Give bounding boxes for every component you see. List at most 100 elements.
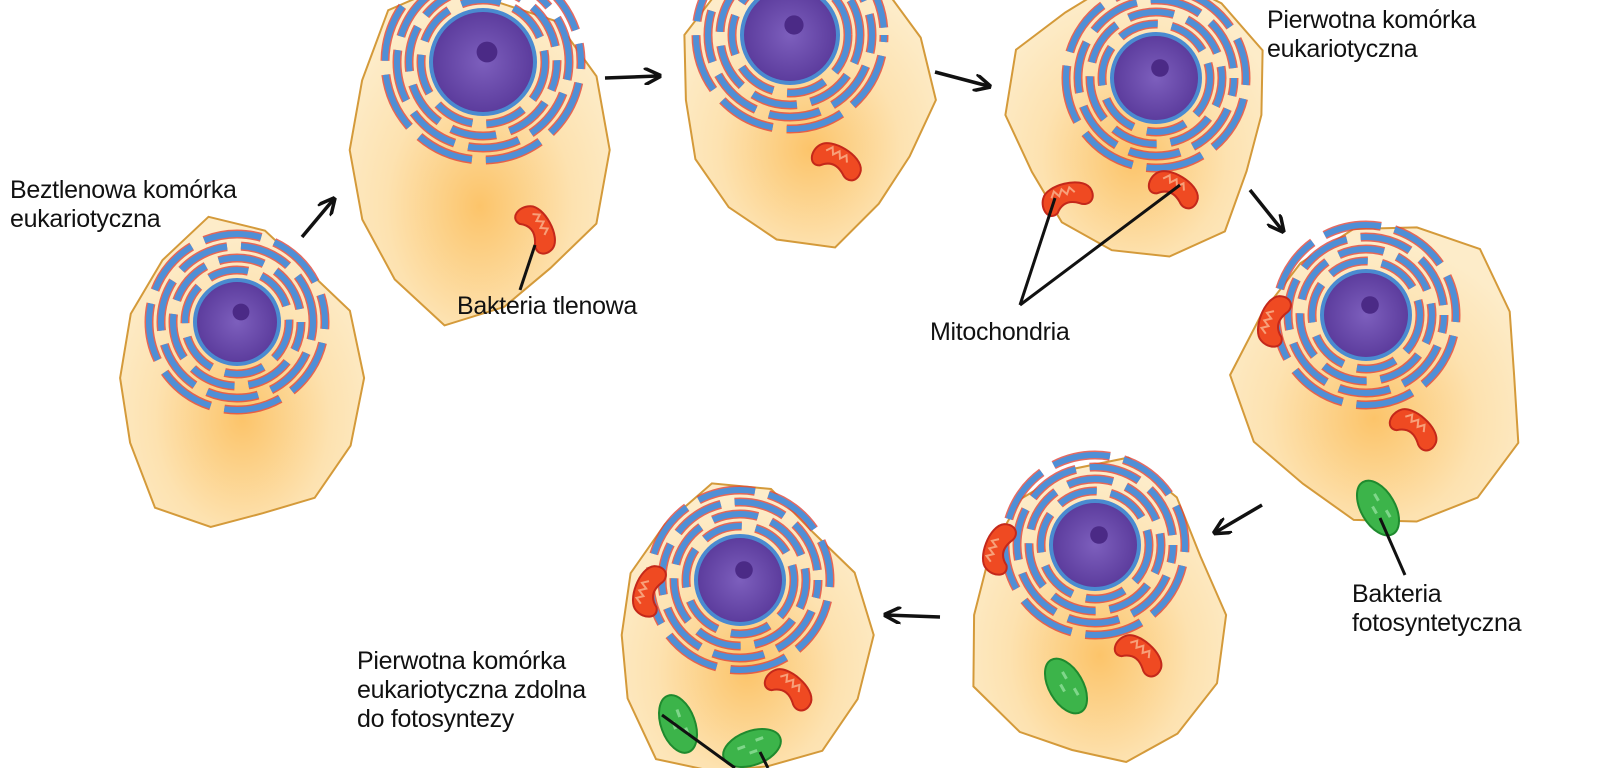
leader-line xyxy=(1018,197,1057,306)
label-aerobic-bacterium: Bakteria tlenowa xyxy=(457,292,638,320)
nucleolus xyxy=(1151,59,1169,77)
mitochondrion xyxy=(763,668,813,712)
endoplasmic-reticulum xyxy=(394,0,572,151)
endoplasmic-reticulum xyxy=(1309,258,1423,372)
label-photosynthetic-bacterium: Bakteria fotosyntetyczna xyxy=(1352,580,1522,638)
cristae xyxy=(1405,413,1426,433)
label-line: Pierwotna komórka xyxy=(357,647,566,675)
mitochondrion-body xyxy=(810,142,862,182)
thylakoids xyxy=(736,736,764,755)
endoplasmic-reticulum xyxy=(182,267,292,377)
endoplasmic-reticulum xyxy=(717,0,863,108)
endoplasmic-reticulum xyxy=(1063,0,1249,171)
cristae xyxy=(1259,310,1275,335)
cell-5 xyxy=(1229,220,1520,537)
leader-line xyxy=(1019,183,1181,307)
label-line: Pierwotna komórka xyxy=(1267,6,1476,34)
thylakoids xyxy=(1371,493,1392,518)
cristae xyxy=(634,580,650,605)
endoplasmic-reticulum xyxy=(1075,0,1237,159)
label-photosynthetic-cell: Pierwotna komórka eukariotyczna zdolna d… xyxy=(357,647,586,734)
arrow-icon xyxy=(1216,503,1263,532)
cristae xyxy=(1162,173,1185,191)
chloroplast-body xyxy=(1355,479,1401,537)
leader-line xyxy=(758,751,770,768)
endoplasmic-reticulum xyxy=(382,0,584,163)
cristae xyxy=(532,213,550,236)
leader-line xyxy=(1378,517,1407,576)
label-line: eukariotyczna zdolna xyxy=(357,676,586,704)
mitochondrion xyxy=(1388,408,1438,452)
cristae xyxy=(1130,639,1151,659)
mitochondrion-body xyxy=(763,668,813,712)
cell-3 xyxy=(683,0,937,249)
leader-line xyxy=(661,713,736,768)
endoplasmic-reticulum xyxy=(406,0,560,139)
mitochondrion xyxy=(810,142,862,182)
endoplasmic-reticulum xyxy=(705,0,875,120)
endoplasmic-reticulum xyxy=(158,243,316,401)
thylakoids xyxy=(1059,671,1080,696)
label-primitive-cell: Pierwotna komórka eukariotyczna xyxy=(1267,6,1476,64)
endoplasmic-reticulum xyxy=(683,523,797,637)
nucleolus xyxy=(1090,526,1108,544)
nucleus xyxy=(1110,32,1202,124)
nucleus xyxy=(193,278,281,366)
arrow-icon xyxy=(300,200,333,239)
nucleolus xyxy=(476,41,498,63)
endoplasmic-reticulum xyxy=(1285,234,1447,396)
nucleus xyxy=(694,534,786,626)
label-line: eukariotyczna xyxy=(10,205,161,233)
chloroplast xyxy=(1355,479,1401,537)
mitochondrion xyxy=(1256,295,1292,348)
label-line: fotosyntetyczna xyxy=(1352,609,1522,637)
arrow-icon xyxy=(604,76,658,78)
endoplasmic-reticulum xyxy=(1099,21,1213,135)
endoplasmic-reticulum xyxy=(693,0,887,132)
label-line: do fotosyntezy xyxy=(357,705,515,733)
cell-membrane xyxy=(620,482,875,768)
mitochondrion-body xyxy=(1388,408,1438,452)
nucleus xyxy=(429,8,537,116)
cell-2 xyxy=(348,0,611,327)
mitochondrion-body xyxy=(631,565,667,618)
chloroplast xyxy=(1043,657,1089,715)
label-line: Bakteria xyxy=(1352,580,1442,608)
nucleus xyxy=(740,0,840,85)
endoplasmic-reticulum xyxy=(418,0,548,127)
arrow-icon xyxy=(887,615,941,617)
label-mitochondria: Mitochondria xyxy=(930,318,1070,346)
chloroplast xyxy=(722,728,782,768)
endoplasmic-reticulum xyxy=(1038,488,1152,602)
endoplasmic-reticulum xyxy=(1014,464,1176,626)
cell-7 xyxy=(620,482,875,768)
arrow-icon xyxy=(934,70,988,86)
cell-1 xyxy=(119,215,366,529)
leader-line xyxy=(518,244,537,291)
nucleolus xyxy=(735,561,753,579)
endoplasmic-reticulum xyxy=(170,255,304,389)
chloroplast-body xyxy=(1043,657,1089,715)
arrow-icon xyxy=(1248,188,1282,230)
endoplasmic-reticulum xyxy=(729,0,851,96)
cristae xyxy=(1050,185,1076,199)
mitochondrion xyxy=(1041,181,1094,217)
cell-6 xyxy=(972,450,1228,764)
cristae xyxy=(825,145,848,163)
mitochondrion xyxy=(1113,634,1163,678)
mitochondrion-body xyxy=(1113,634,1163,678)
nucleolus xyxy=(1361,296,1379,314)
mitochondrion-body xyxy=(1256,295,1292,348)
mitochondrion-body xyxy=(514,205,556,255)
chloroplast-body xyxy=(658,694,698,754)
label-line: eukariotyczna xyxy=(1267,35,1418,63)
mitochondrion xyxy=(981,523,1017,576)
cristae xyxy=(780,673,801,693)
endoplasmic-reticulum xyxy=(1297,246,1435,384)
mitochondrion xyxy=(514,205,556,255)
mitochondrion xyxy=(631,565,667,618)
nucleus xyxy=(1049,499,1141,591)
cristae xyxy=(984,538,1000,563)
nucleolus xyxy=(232,303,250,321)
